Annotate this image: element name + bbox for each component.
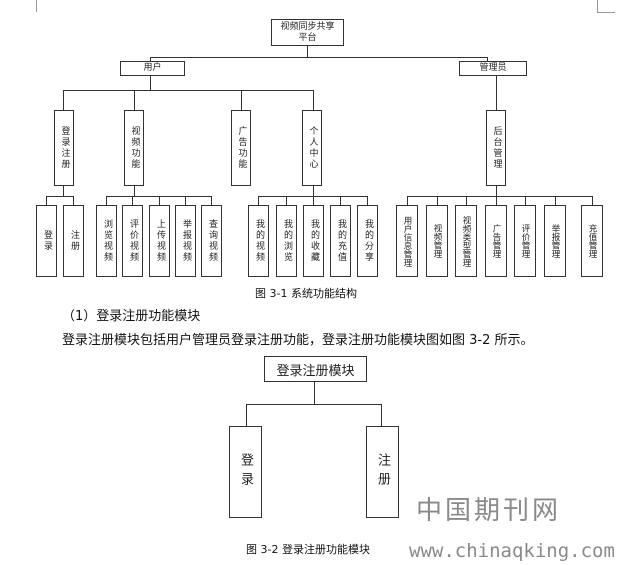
connector bbox=[407, 196, 593, 197]
crop-mark-left bbox=[36, 0, 37, 12]
connector bbox=[340, 196, 341, 205]
connector bbox=[466, 196, 467, 205]
connector bbox=[150, 76, 151, 90]
connector bbox=[437, 196, 438, 205]
module-login-node: 登录 bbox=[229, 426, 262, 518]
leaf-upload-video: 上传视频 bbox=[149, 205, 170, 277]
leaf-user-info-mgmt: 用户信息管理 bbox=[396, 205, 418, 277]
leaf-review-mgmt: 评价管理 bbox=[514, 205, 536, 277]
leaf-register: 注册 bbox=[63, 205, 84, 277]
connector bbox=[241, 90, 242, 110]
connector bbox=[246, 404, 382, 405]
watermark-logo: 中国期刊网 bbox=[416, 496, 562, 526]
connector bbox=[150, 57, 151, 61]
module-backend: 后台管理 bbox=[486, 110, 506, 186]
leaf-my-browsing: 我的浏览 bbox=[276, 205, 297, 277]
connector bbox=[307, 46, 308, 58]
figure-3-2-caption: 图 3-2 登录注册功能模块 bbox=[246, 543, 370, 556]
module-root-node: 登录注册模块 bbox=[264, 356, 367, 382]
connector bbox=[381, 404, 382, 426]
connector bbox=[313, 90, 314, 110]
leaf-video-mgmt: 视频管理 bbox=[426, 205, 448, 277]
connector bbox=[525, 196, 526, 205]
leaf-my-shares: 我的分享 bbox=[357, 205, 378, 277]
connector bbox=[211, 196, 212, 205]
connector bbox=[132, 196, 133, 205]
leaf-report-mgmt: 举报管理 bbox=[544, 205, 566, 277]
connector bbox=[407, 196, 408, 205]
connector bbox=[286, 196, 287, 205]
connector bbox=[592, 196, 593, 205]
connector bbox=[496, 196, 497, 205]
leaf-my-videos: 我的视频 bbox=[248, 205, 269, 277]
connector bbox=[150, 57, 487, 58]
module-ads: 广告功能 bbox=[231, 110, 251, 186]
connector bbox=[159, 196, 160, 205]
connector bbox=[134, 90, 135, 110]
module-register-node: 注册 bbox=[366, 426, 399, 518]
body-paragraph: 登录注册模块包括用户管理员登录注册功能，登录注册功能模块图如图 3-2 所示。 bbox=[62, 333, 534, 348]
connector bbox=[134, 186, 135, 196]
connector bbox=[63, 90, 313, 91]
crop-mark-right bbox=[597, 0, 598, 12]
connector bbox=[63, 186, 64, 196]
connector bbox=[73, 196, 74, 205]
connector bbox=[313, 186, 314, 196]
connector bbox=[46, 196, 47, 205]
watermark-url: www.chinaqking.com bbox=[409, 540, 615, 562]
connector bbox=[258, 196, 259, 205]
leaf-my-recharge: 我的充值 bbox=[330, 205, 351, 277]
figure-3-1-caption: 图 3-1 系统功能结构 bbox=[255, 287, 357, 300]
connector bbox=[246, 404, 247, 426]
connector bbox=[367, 196, 368, 205]
leaf-ad-mgmt: 广告管理 bbox=[485, 205, 507, 277]
connector bbox=[555, 196, 556, 205]
leaf-browse-video: 浏览视频 bbox=[96, 205, 117, 277]
connector bbox=[496, 76, 497, 110]
module-video: 视频功能 bbox=[124, 110, 144, 186]
leaf-login: 登录 bbox=[36, 205, 57, 277]
connector bbox=[314, 382, 315, 404]
module-login-register: 登录注册 bbox=[54, 110, 74, 186]
connector bbox=[496, 186, 497, 196]
user-node: 用户 bbox=[120, 61, 185, 76]
leaf-search-video: 查询视频 bbox=[201, 205, 222, 277]
connector bbox=[46, 196, 74, 197]
section-heading: （1）登录注册功能模块 bbox=[62, 309, 201, 324]
connector bbox=[63, 90, 64, 110]
leaf-video-type-mgmt: 视频类型管理 bbox=[455, 205, 477, 277]
leaf-recharge-mgmt: 充值管理 bbox=[581, 205, 603, 277]
connector bbox=[106, 196, 107, 205]
leaf-rate-video: 评价视频 bbox=[122, 205, 143, 277]
leaf-my-favorites: 我的收藏 bbox=[303, 205, 324, 277]
leaf-report-video: 举报视频 bbox=[175, 205, 196, 277]
root-node: 视频同步共享平台 bbox=[271, 19, 344, 46]
module-personal: 个人中心 bbox=[302, 110, 322, 186]
connector bbox=[487, 57, 488, 61]
connector bbox=[185, 196, 186, 205]
crop-mark-right-h bbox=[597, 12, 615, 13]
admin-node: 管理员 bbox=[459, 61, 527, 76]
connector bbox=[313, 196, 314, 205]
